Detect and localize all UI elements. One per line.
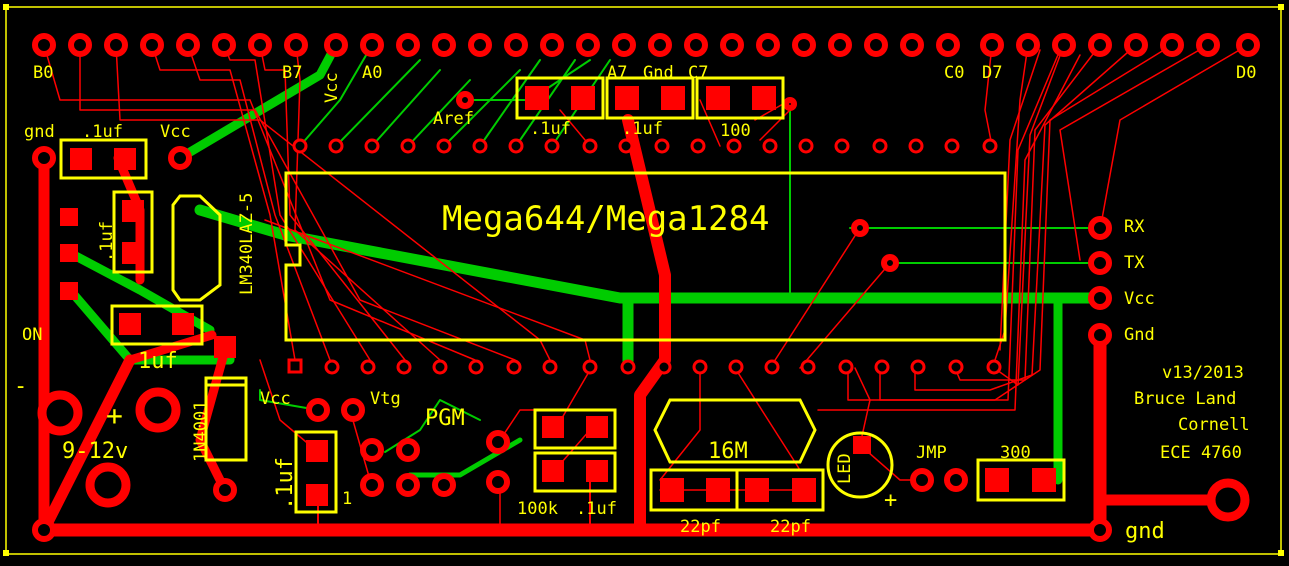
label-cap-01uf-bottom: .1uf (576, 499, 617, 519)
port-label-d0: D0 (1236, 63, 1256, 83)
chip-top-row-pads (292, 138, 998, 154)
label-pgm: PGM (425, 406, 465, 431)
label-cap-01uf-b: .1uf (622, 119, 663, 139)
port-label-c7: C7 (688, 63, 708, 83)
port-label-c0: C0 (944, 63, 964, 83)
label-cap-1uf: 1uf (138, 349, 178, 374)
port-label-a7: A7 (607, 63, 627, 83)
label-aref: Aref (433, 109, 474, 129)
silkscreen-outlines (59, 76, 1066, 514)
port-label-d7: D7 (982, 63, 1002, 83)
label-cap-22pf-b: 22pf (770, 517, 811, 537)
component-labels: gnd .1uf Vcc Aref .1uf .1uf 100 Mega644/… (14, 109, 1165, 544)
label-res-100: 100 (720, 121, 751, 141)
label-gnd-right: Gnd (1124, 325, 1155, 345)
top-copper-traces (37, 44, 1249, 537)
label-cap-01uf-vert: .1uf (97, 221, 117, 262)
label-diode: 1N4001 (191, 401, 211, 462)
chip-label: Mega644/Mega1284 (442, 199, 770, 239)
power-jack-pads (37, 387, 1250, 522)
smd-pads (60, 86, 1056, 506)
label-gnd-bottom: gnd (1125, 519, 1165, 544)
port-labels: B0 B7 Vcc A0 A7 Gnd C7 C0 D7 D0 (33, 63, 1256, 103)
port-label-b7: B7 (282, 63, 302, 83)
top-header-pads (32, 33, 1260, 57)
label-vcc-left: Vcc (160, 122, 191, 142)
port-label-b0: B0 (33, 63, 53, 83)
label-gnd-left: gnd (24, 122, 55, 142)
label-on: ON (22, 325, 42, 345)
label-led-plus: + (884, 488, 897, 513)
port-label-gnd-top: Gnd (643, 63, 674, 83)
label-plus: + (106, 399, 123, 432)
regulator-label: LM340LAZ-5 (237, 193, 257, 295)
chip-bottom-row-pads (287, 358, 1002, 375)
label-cap-01uf-pgm: .1uf (273, 457, 298, 510)
label-jmp: JMP (916, 443, 947, 463)
label-supply: 9-12v (62, 439, 128, 464)
port-label-vcc-top: Vcc (322, 72, 342, 103)
label-cap-01uf-a: .1uf (530, 119, 571, 139)
credits-block: v13/2013 Bruce Land Cornell ECE 4760 (1134, 363, 1250, 463)
label-rx: RX (1124, 217, 1145, 237)
label-vcc-pgm: Vcc (260, 389, 291, 409)
label-minus: - (14, 374, 27, 399)
label-cap-22pf-a: 22pf (680, 517, 721, 537)
credit-author: Bruce Land (1134, 389, 1236, 409)
label-crystal: 16M (708, 439, 748, 464)
label-vtg: Vtg (370, 389, 401, 409)
label-vcc-right: Vcc (1124, 289, 1155, 309)
board-outline (5, 6, 1282, 555)
label-res-300: 300 (1000, 443, 1031, 463)
credit-school: Cornell (1178, 415, 1250, 435)
credit-course: ECE 4760 (1160, 443, 1242, 463)
label-cap-01uf-top: .1uf (82, 122, 123, 142)
label-led: LED (835, 453, 855, 484)
misc-round-pads (32, 91, 1112, 542)
port-label-a0: A0 (362, 63, 382, 83)
credit-version: v13/2013 (1162, 363, 1244, 383)
label-tx: TX (1124, 253, 1145, 273)
label-res-100k: 100k (517, 499, 558, 519)
label-pin-one: 1 (342, 489, 352, 509)
